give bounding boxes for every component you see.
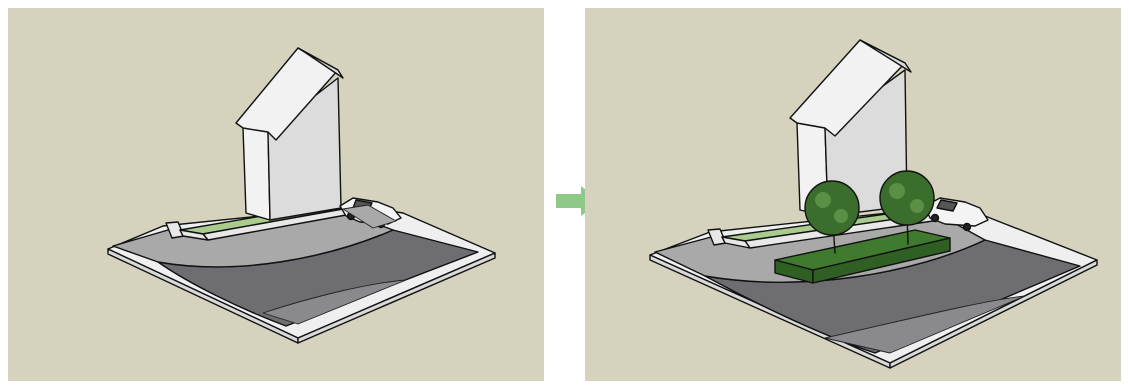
after-scene-panel [585,8,1121,381]
after-scene [585,8,1121,381]
before-scene [8,8,544,381]
before-scene-panel [8,8,544,381]
